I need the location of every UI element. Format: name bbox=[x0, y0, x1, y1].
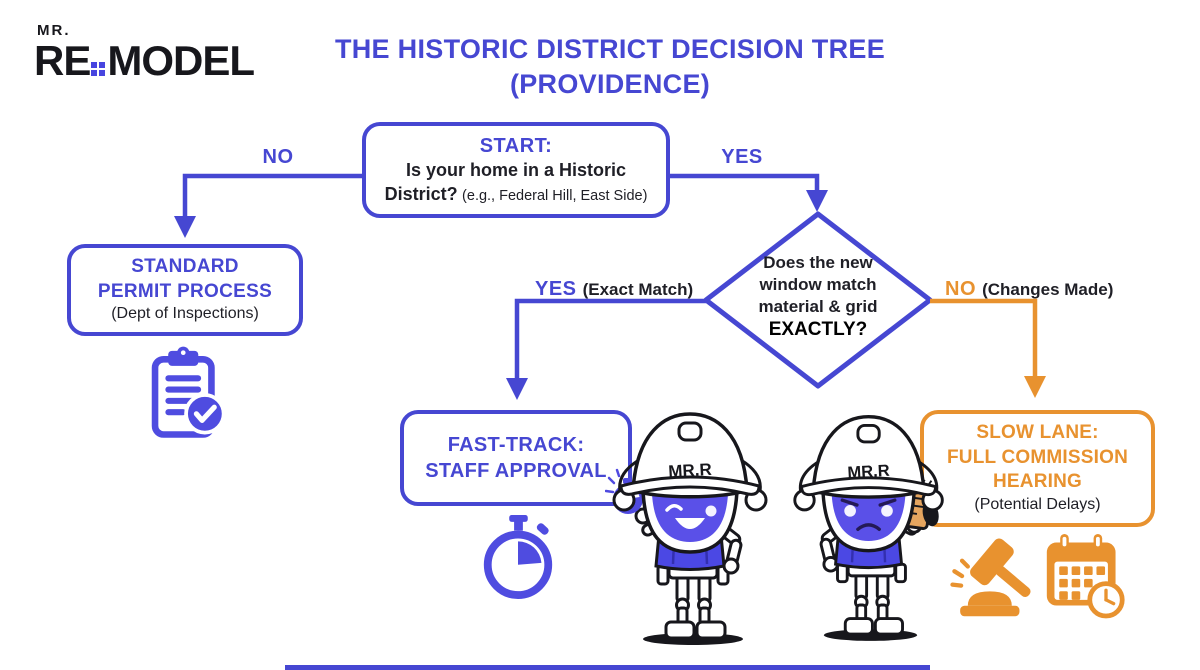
gavel-icon bbox=[948, 533, 1045, 621]
edge-no-changes-line bbox=[930, 298, 1038, 378]
start-question-line2: District? (e.g., Federal Hill, East Side… bbox=[385, 183, 648, 207]
decision-line2: window match bbox=[759, 275, 877, 295]
slow-lane-title-line2: FULL COMMISSION bbox=[946, 446, 1129, 468]
edge-no-changes-note: (Changes Made) bbox=[982, 280, 1114, 299]
slow-lane-subtitle: (Potential Delays) bbox=[974, 496, 1101, 514]
footer-accent-bar bbox=[285, 665, 930, 670]
edge-yes-exact-word: YES bbox=[535, 278, 577, 300]
start-question-line1: Is your home in a Historic bbox=[405, 160, 627, 181]
start-heading: START: bbox=[479, 135, 553, 158]
edge-no-changes-arrowhead bbox=[1024, 376, 1046, 398]
helmet-text: MR.R bbox=[668, 460, 712, 481]
edge-yes-line bbox=[668, 173, 820, 192]
start-example-note: (e.g., Federal Hill, East Side) bbox=[462, 187, 648, 204]
mascot-robot-worried: MR.R bbox=[788, 395, 953, 650]
window-grid-icon bbox=[91, 62, 106, 77]
edge-yes-arrowhead bbox=[806, 190, 828, 212]
fast-track-node: FAST-TRACK: STAFF APPROVAL bbox=[400, 410, 632, 506]
edge-no-changes-word: NO bbox=[945, 278, 976, 300]
start-question-word: District? bbox=[384, 183, 458, 204]
page-title: THE HISTORIC DISTRICT DECISION TREE (PRO… bbox=[295, 32, 925, 102]
slow-lane-title-line3: HEARING bbox=[992, 471, 1082, 493]
standard-permit-title-line1: STANDARD bbox=[131, 255, 239, 277]
standard-permit-title-line2: PERMIT PROCESS bbox=[97, 280, 273, 302]
standard-permit-subtitle: (Dept of Inspections) bbox=[111, 305, 259, 323]
standard-permit-node: STANDARD PERMIT PROCESS (Dept of Inspect… bbox=[67, 244, 303, 336]
edge-yes-label: YES bbox=[721, 146, 763, 168]
logo-word-start: RE bbox=[34, 37, 91, 84]
edge-no-line bbox=[182, 173, 364, 218]
stopwatch-icon bbox=[477, 513, 559, 601]
page-title-line1: THE HISTORIC DISTRICT DECISION TREE bbox=[334, 34, 886, 64]
fast-track-title-line2: STAFF APPROVAL bbox=[425, 460, 607, 482]
slow-lane-title-line1: SLOW LANE: bbox=[976, 422, 1099, 444]
page-title-line2: (PROVIDENCE) bbox=[509, 69, 711, 100]
edge-yes-exact-line bbox=[514, 298, 706, 380]
logo-word-end: MODEL bbox=[107, 37, 255, 84]
clipboard-check-icon bbox=[140, 345, 234, 445]
decision-line1: Does the new bbox=[763, 253, 873, 272]
start-node: START: Is your home in a Historic Distri… bbox=[362, 122, 670, 218]
decision-node-label: Does the new window match material & gri… bbox=[716, 252, 920, 343]
decision-line3: material & grid bbox=[758, 297, 878, 317]
helmet-text: MR.R bbox=[847, 462, 890, 482]
edge-no-changes-label: NO (Changes Made) bbox=[945, 278, 1113, 301]
mascot-robot-happy: MR.R bbox=[604, 398, 775, 648]
edge-yes-exact-note: (Exact Match) bbox=[582, 280, 694, 299]
calendar-clock-icon bbox=[1043, 530, 1127, 620]
edge-no-arrowhead bbox=[174, 216, 196, 238]
edge-yes-exact-arrowhead bbox=[506, 378, 528, 400]
decision-line4: EXACTLY? bbox=[768, 319, 868, 341]
logo-wordmark: RE MODEL bbox=[34, 37, 255, 84]
edge-yes-exact-label: YES (Exact Match) bbox=[535, 278, 693, 301]
fast-track-title-line1: FAST-TRACK: bbox=[447, 434, 585, 456]
logo-prefix: MR. bbox=[37, 22, 71, 39]
edge-no-label: NO bbox=[262, 146, 294, 168]
brand-logo: MR. RE MODEL bbox=[34, 22, 255, 84]
slow-lane-node: SLOW LANE: FULL COMMISSION HEARING (Pote… bbox=[920, 410, 1155, 527]
